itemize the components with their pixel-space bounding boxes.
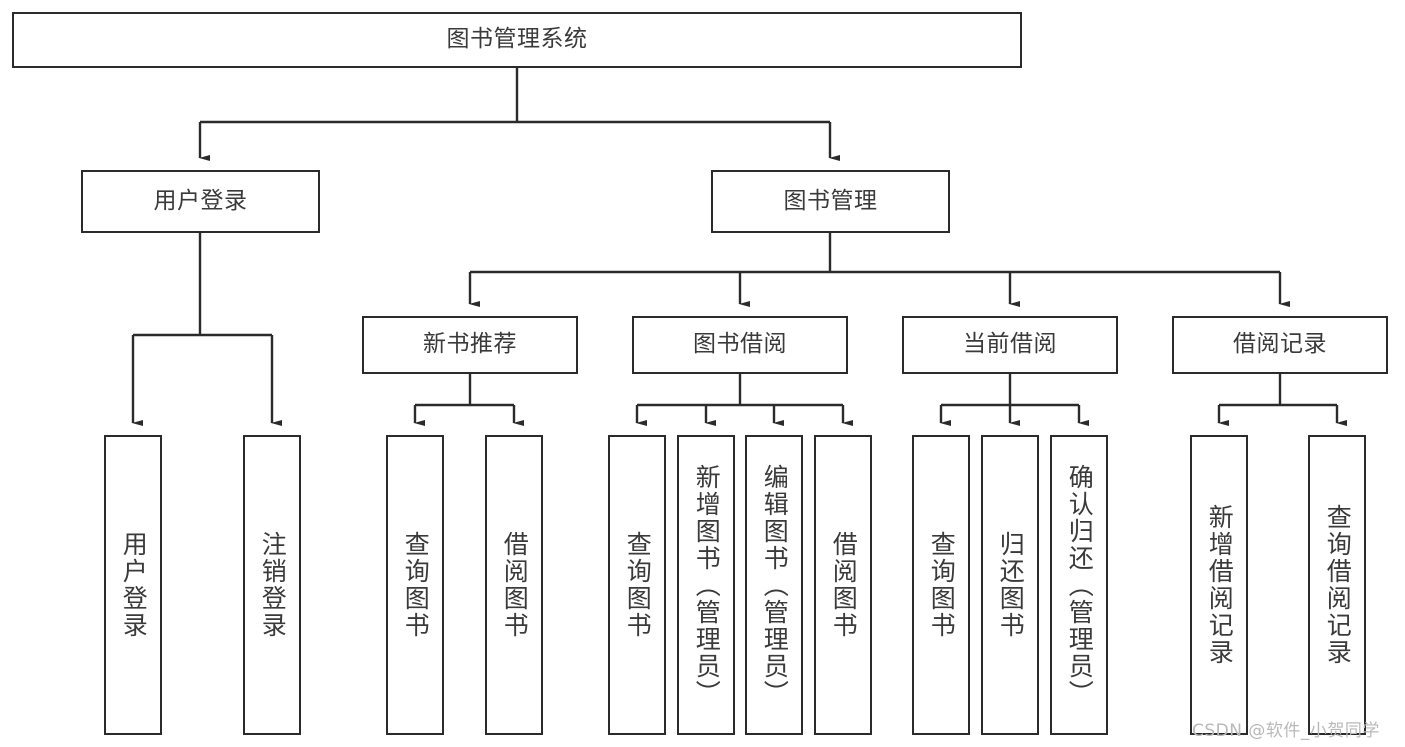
node-level2-0-label: 用户登录 <box>153 187 248 214</box>
node-leaf-10[interactable]: 确认归还（管理员） <box>1050 435 1108 735</box>
node-leaf-3-label: 借阅图书 <box>500 531 530 639</box>
node-leaf-6-label: 编辑图书（管理员） <box>760 463 790 707</box>
node-level2-0[interactable]: 用户登录 <box>81 170 320 233</box>
node-leaf-11[interactable]: 新增借阅记录 <box>1190 435 1248 735</box>
node-level3-1[interactable]: 图书借阅 <box>632 316 848 374</box>
node-leaf-8-label: 查询图书 <box>927 531 957 639</box>
node-leaf-0-label: 用户登录 <box>119 531 149 639</box>
node-leaf-2[interactable]: 查询图书 <box>386 435 444 735</box>
node-leaf-10-label: 确认归还（管理员） <box>1065 463 1095 707</box>
node-level3-3[interactable]: 借阅记录 <box>1172 316 1388 374</box>
node-level3-2-label: 当前借阅 <box>963 331 1057 358</box>
node-leaf-4[interactable]: 查询图书 <box>608 435 666 735</box>
node-leaf-3[interactable]: 借阅图书 <box>485 435 543 735</box>
node-leaf-8[interactable]: 查询图书 <box>912 435 970 735</box>
node-leaf-7-label: 借阅图书 <box>829 531 859 639</box>
node-level3-0-label: 新书推荐 <box>423 331 517 358</box>
node-level2-1[interactable]: 图书管理 <box>711 170 950 233</box>
node-root[interactable]: 图书管理系统 <box>12 12 1022 68</box>
node-leaf-11-label: 新增借阅记录 <box>1205 504 1235 666</box>
node-leaf-9[interactable]: 归还图书 <box>981 435 1039 735</box>
node-leaf-0[interactable]: 用户登录 <box>104 435 162 735</box>
node-leaf-12-label: 查询借阅记录 <box>1323 504 1353 666</box>
node-leaf-5[interactable]: 新增图书（管理员） <box>677 435 735 735</box>
node-leaf-1[interactable]: 注销登录 <box>243 435 301 735</box>
node-leaf-2-label: 查询图书 <box>401 531 431 639</box>
node-level3-0[interactable]: 新书推荐 <box>362 316 578 374</box>
node-level2-1-label: 图书管理 <box>783 187 878 214</box>
node-leaf-5-label: 新增图书（管理员） <box>692 463 722 707</box>
node-leaf-4-label: 查询图书 <box>623 531 653 639</box>
node-leaf-6[interactable]: 编辑图书（管理员） <box>745 435 803 735</box>
node-leaf-12[interactable]: 查询借阅记录 <box>1308 435 1366 735</box>
node-level3-2[interactable]: 当前借阅 <box>902 316 1118 374</box>
csdn-watermark: CSDN @软件_小贺同学 <box>1192 721 1380 741</box>
node-root-label: 图书管理系统 <box>446 26 588 53</box>
node-leaf-1-label: 注销登录 <box>258 531 288 639</box>
node-level3-1-label: 图书借阅 <box>693 331 787 358</box>
node-leaf-7[interactable]: 借阅图书 <box>814 435 872 735</box>
node-leaf-9-label: 归还图书 <box>996 531 1026 639</box>
node-level3-3-label: 借阅记录 <box>1233 331 1327 358</box>
